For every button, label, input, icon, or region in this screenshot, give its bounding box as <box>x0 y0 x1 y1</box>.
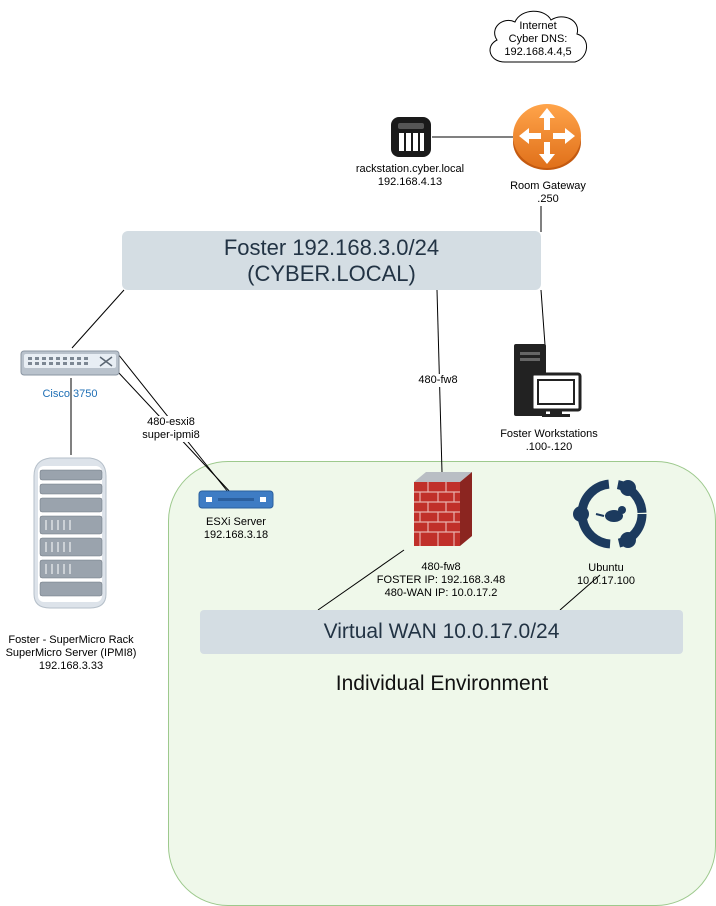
ubuntu-label: Ubuntu 10.0.17.100 <box>556 562 656 588</box>
router-icon <box>513 104 581 170</box>
workstations-label: Foster Workstations .100-.120 <box>487 428 611 454</box>
firewall-wan-link <box>317 549 405 611</box>
supermicro-subtitle: SuperMicro Server (IPMI8) <box>5 647 137 659</box>
internet-dns-label: Cyber DNS: <box>508 33 568 45</box>
ubuntu-ip: 10.0.17.100 <box>576 575 636 587</box>
server-link-ipmi: super-ipmi8 <box>142 429 200 441</box>
server-link-label: 480-esxi8 super-ipmi8 <box>136 416 206 442</box>
ubuntu-name: Ubuntu <box>588 562 624 574</box>
router-name: Room Gateway <box>510 180 586 192</box>
workstation-icon <box>514 344 582 417</box>
supermicro-label: Foster - SuperMicro Rack SuperMicro Serv… <box>0 634 142 673</box>
firewall-foster-ip: FOSTER IP: 192.168.3.48 <box>376 574 506 586</box>
foster-network-bar: Foster 192.168.3.0/24 (CYBER.LOCAL) <box>122 231 541 290</box>
internet-title: Internet <box>519 20 557 32</box>
environment-title: Individual Environment <box>335 672 549 695</box>
rack-server-icon <box>33 457 107 609</box>
esxi-name: ESXi Server <box>206 516 266 528</box>
cloud-icon <box>489 10 587 63</box>
firewall-link-label: 480-fw8 <box>414 374 462 387</box>
foster-switch-link <box>71 289 125 349</box>
supermicro-title: Foster - SuperMicro Rack <box>8 634 134 646</box>
server-icon <box>198 490 274 509</box>
virtual-wan-title: Virtual WAN 10.0.17.0/24 <box>323 620 560 643</box>
router-label: Room Gateway .250 <box>495 180 601 206</box>
nas-label: rackstation.cyber.local 192.168.4.13 <box>340 163 480 189</box>
switch-label: Cisco 3750 <box>20 388 120 401</box>
foster-network-title: Foster 192.168.3.0/24 <box>223 235 440 260</box>
esxi-ip: 192.168.3.18 <box>203 529 269 541</box>
nas-ip: 192.168.4.13 <box>377 176 443 188</box>
workstations-ip-range: .100-.120 <box>525 441 573 453</box>
supermicro-ip: 192.168.3.33 <box>38 660 104 672</box>
esxi-label: ESXi Server 192.168.3.18 <box>186 516 286 542</box>
firewall-wan-ip: 480-WAN IP: 10.0.17.2 <box>384 587 498 599</box>
firewall-label: 480-fw8 FOSTER IP: 192.168.3.48 480-WAN … <box>366 561 516 600</box>
foster-workstations-link <box>540 289 546 346</box>
router-ip: .250 <box>537 193 559 205</box>
switch-name: Cisco 3750 <box>42 388 98 400</box>
workstations-name: Foster Workstations <box>500 428 598 440</box>
nas-icon <box>391 117 431 157</box>
ubuntu-wan-link <box>559 574 601 611</box>
environment-label: Individual Environment <box>270 671 614 697</box>
switch-icon <box>20 350 120 376</box>
server-link-esxi: 480-esxi8 <box>147 416 195 428</box>
firewall-link-name: 480-fw8 <box>418 374 458 386</box>
firewall-name: 480-fw8 <box>421 561 461 573</box>
internet-dns-ips: 192.168.4.4,5 <box>504 46 572 58</box>
internet-label: Internet Cyber DNS: 192.168.4.4,5 <box>483 20 593 59</box>
virtual-wan-bar: Virtual WAN 10.0.17.0/24 <box>200 610 683 654</box>
ubuntu-icon <box>573 479 647 549</box>
nas-name: rackstation.cyber.local <box>355 163 465 175</box>
foster-network-domain: (CYBER.LOCAL) <box>247 261 416 286</box>
firewall-icon <box>414 472 472 546</box>
